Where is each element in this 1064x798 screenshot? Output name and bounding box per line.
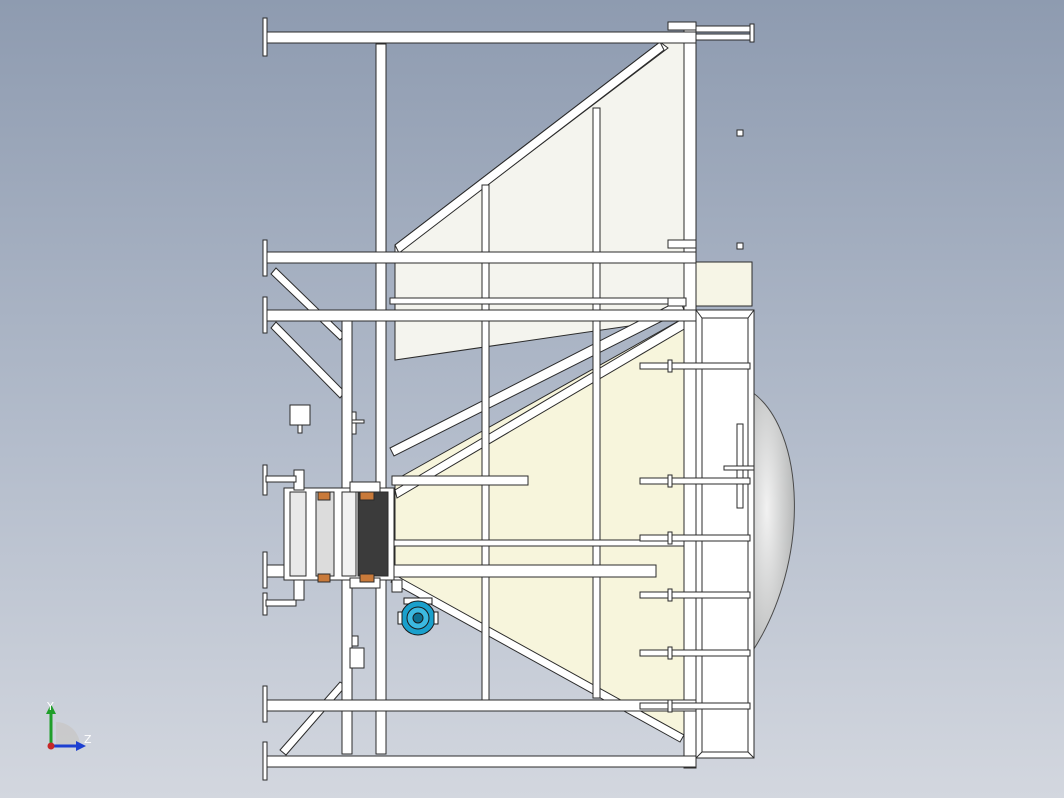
dome-cover [751,391,795,654]
end-flanges [262,17,268,781]
top-right-bracket [667,21,755,307]
bolt-markers [736,129,744,250]
small-fittings [289,404,365,669]
discharge-chute [695,261,755,759]
gear-motor [397,597,439,636]
axis-triad [46,704,86,751]
chute-clamps [639,359,751,713]
drive-roller-assembly [265,469,403,607]
triad-z-label: Z [84,733,92,746]
triad-y-label: Y [47,700,54,713]
